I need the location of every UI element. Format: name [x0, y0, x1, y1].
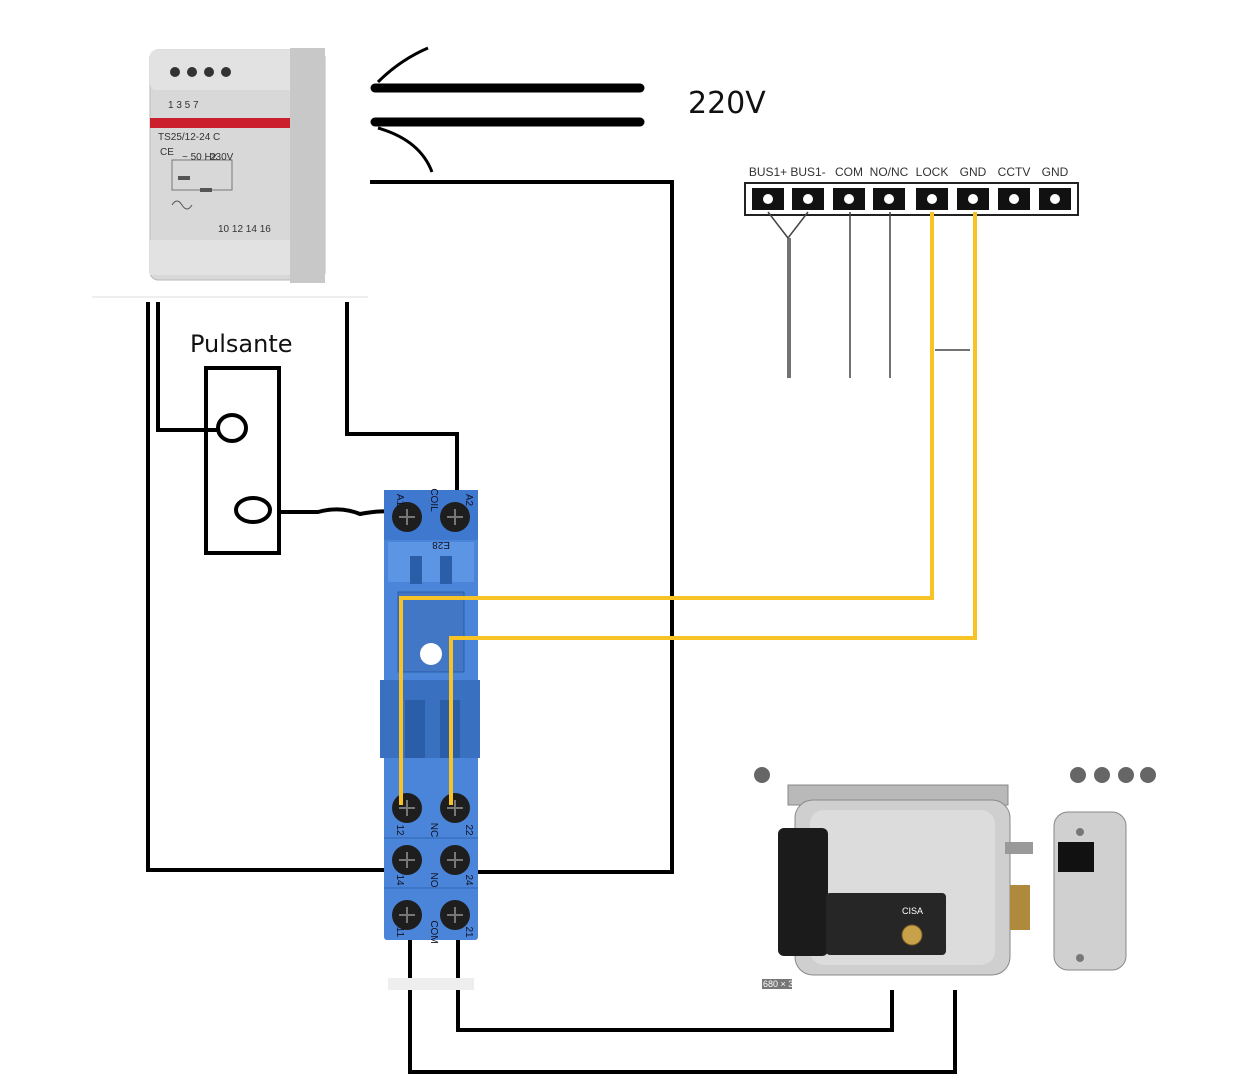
- intercom-terminal-label-7: GND: [1042, 165, 1069, 179]
- intercom-screw-3: [884, 194, 894, 204]
- intercom-terminal-strip: BUS1+BUS1- COM NO/NC LOCK GND CCTV GND: [744, 165, 1079, 378]
- lens-icon: [1070, 767, 1086, 783]
- transformer-bottom-terminals: 10 12 14 16: [218, 224, 271, 235]
- more-icon: [1094, 767, 1110, 783]
- lock-image-dims: 680 × 394: [763, 979, 803, 989]
- relay-label-1-1: NC: [428, 823, 439, 837]
- intercom-terminal-label-0: BUS1+: [749, 165, 787, 179]
- button-label: Pulsante: [190, 330, 293, 358]
- chevron-left-icon: [1118, 767, 1134, 783]
- lock-handle: [778, 828, 828, 956]
- electric-lock: CISA 680 × 394: [754, 762, 1156, 990]
- push-button[interactable]: Pulsante: [190, 330, 293, 555]
- relay-label-0-2: A2: [463, 494, 474, 507]
- wire-gnd-to-relay-22: [449, 212, 977, 805]
- transformer-model: TS25/12-24 C: [158, 132, 220, 143]
- intercom-screw-0: [763, 194, 773, 204]
- lock-brand: CISA: [902, 906, 923, 916]
- transformer-top-terminals: 1 3 5 7: [168, 100, 199, 111]
- key-cylinder-icon: [901, 924, 923, 946]
- intercom-terminal-label-4: LOCK: [916, 165, 949, 179]
- transformer-red-band: [150, 118, 290, 128]
- transformer-small-text-1: ~ 50 Hz: [182, 152, 217, 163]
- wire-transformer-to-relay-14: [146, 302, 405, 872]
- chevron-left-edge-icon: [754, 767, 770, 783]
- intercom-screw-1: [803, 194, 813, 204]
- relay-indicator: [420, 643, 442, 665]
- intercom-screw-6: [1009, 194, 1019, 204]
- button-terminal-1: [216, 413, 248, 443]
- relay-label-0-1: COIL: [428, 488, 439, 512]
- relay: E28 A1 COIL A2 12 NC 22 14 NO 24 11 COM 21: [380, 488, 480, 990]
- relay-label-0-0: A1: [394, 494, 405, 507]
- relay-label-2-1: NO: [428, 873, 439, 888]
- wire-relay-21-to-lock: [456, 912, 894, 1032]
- relay-label-2-2: 24: [463, 874, 474, 886]
- intercom-terminal-label-6: CCTV: [998, 165, 1031, 179]
- transformer-ce-mark: CE: [160, 147, 174, 158]
- wire-transformer-to-a2: [345, 302, 459, 512]
- wire-transformer-to-relay-com: [370, 180, 674, 874]
- intercom-screw-4: [927, 194, 937, 204]
- relay-label-2-0: 14: [394, 874, 405, 886]
- relay-label-3-2: 21: [463, 926, 474, 938]
- relay-label-3-0: 11: [394, 927, 405, 938]
- intercom-terminal-label-1: BUS1-: [790, 165, 825, 179]
- wire-transformer-to-button: [156, 302, 220, 432]
- voltage-label: 220V: [688, 86, 766, 121]
- intercom-terminal-label-3: NO/NC: [870, 165, 909, 179]
- yellow-wires: [399, 212, 977, 805]
- wire-lock-to-relay-12: [399, 212, 934, 805]
- mains-cables: [370, 46, 645, 173]
- transformer-small-text-2: 230V: [210, 152, 234, 163]
- relay-model-label: E28: [432, 539, 450, 550]
- relay-label-1-0: 12: [394, 824, 405, 836]
- intercom-terminal-label-2: COM: [835, 165, 863, 179]
- intercom-screw-7: [1050, 194, 1060, 204]
- wire-button-to-a1: [280, 507, 399, 517]
- intercom-screw-5: [968, 194, 978, 204]
- wire-relay-11-to-lock: [408, 912, 957, 1074]
- chevron-right-icon: [1140, 767, 1156, 783]
- intercom-terminal-label-5: GND: [960, 165, 987, 179]
- button-terminal-2: [234, 496, 272, 524]
- intercom-screw-2: [844, 194, 854, 204]
- relay-label-1-2: 22: [463, 824, 474, 836]
- relay-label-3-1: COM: [428, 920, 439, 943]
- lock-strike-plate: [1053, 811, 1127, 971]
- transformer: 1 3 5 7 TS25/12-24 C CE ~ 50 Hz 230V 10 …: [149, 48, 326, 283]
- black-wires: [146, 180, 957, 1074]
